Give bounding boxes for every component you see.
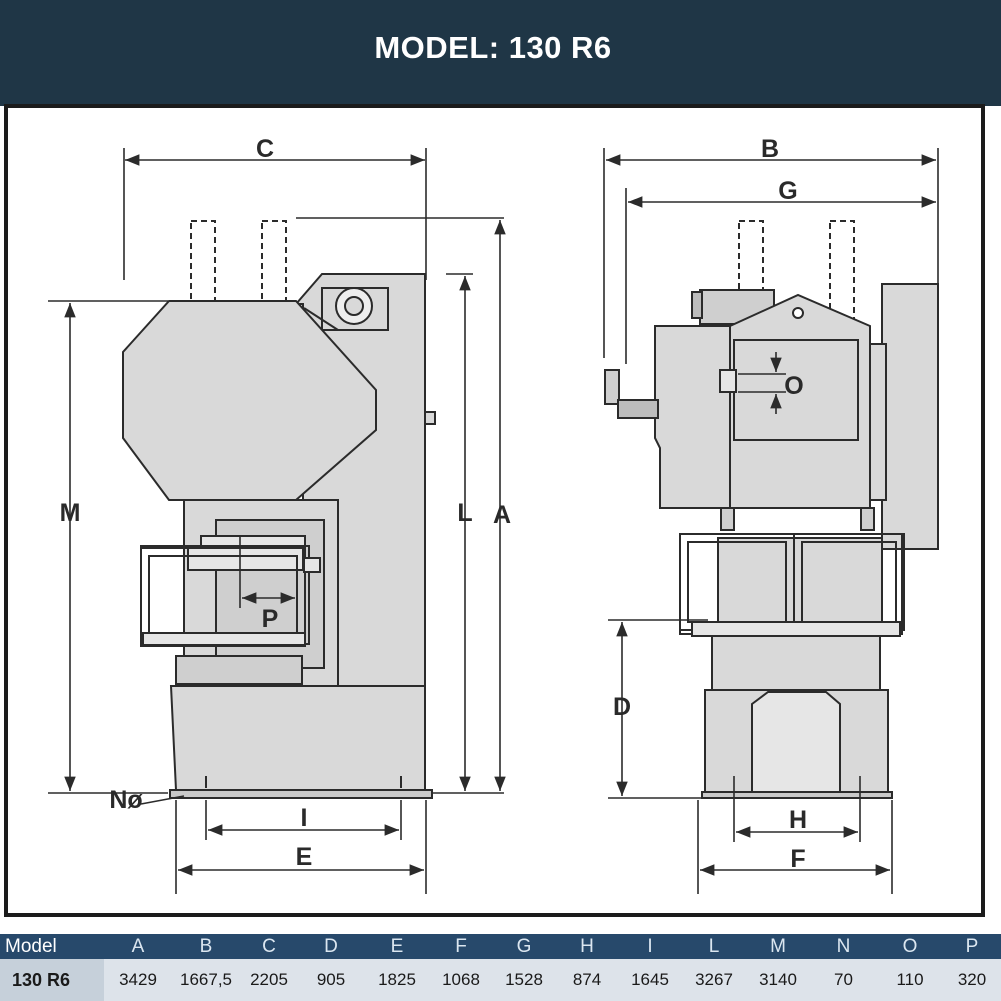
- page-title: MODEL: 130 R6: [0, 30, 986, 66]
- table-row: 130 R6 3429 1667,5 2205 905 1825 1068 15…: [0, 959, 1001, 1001]
- side-view: [122, 220, 436, 799]
- column-header: E: [364, 934, 430, 959]
- label-F: F: [790, 845, 805, 873]
- table-header-row: Model A B C D E F G H I L M N O P: [0, 934, 1001, 959]
- front-view: [604, 220, 939, 799]
- column-header: Model: [0, 934, 104, 959]
- column-header: I: [618, 934, 682, 959]
- table-cell: 1667,5: [172, 959, 240, 1001]
- column-header: F: [430, 934, 492, 959]
- table-cell: 3140: [746, 959, 810, 1001]
- side-base: [169, 685, 426, 791]
- technical-drawing: C A L M P I E Nø B G O D H F: [48, 135, 939, 894]
- title-prefix: MODEL:: [374, 30, 509, 65]
- column-header: C: [240, 934, 298, 959]
- table-cell: 3429: [104, 959, 172, 1001]
- label-D: D: [613, 693, 631, 721]
- title-bar: MODEL: 130 R6: [0, 0, 1001, 106]
- dimension-labels: C A L M P I E Nø B G O D H F: [60, 135, 807, 873]
- label-N: Nø: [109, 786, 143, 814]
- column-header: B: [172, 934, 240, 959]
- table-cell: 1528: [492, 959, 556, 1001]
- front-flywheel: [881, 283, 939, 550]
- label-L: L: [457, 499, 472, 527]
- title-model: 130 R6: [508, 30, 612, 65]
- drawing-frame: C A L M P I E Nø B G O D H F: [4, 104, 985, 917]
- spec-table: Model A B C D E F G H I L M N O P 130 R6…: [0, 934, 1001, 1001]
- column-header: H: [556, 934, 618, 959]
- side-cylinders: [190, 220, 287, 302]
- front-dimensions: [603, 148, 939, 894]
- table-cell: 1068: [430, 959, 492, 1001]
- column-header: N: [810, 934, 877, 959]
- table-cell: 1645: [618, 959, 682, 1001]
- column-header: O: [877, 934, 943, 959]
- label-M: M: [60, 499, 81, 527]
- label-A: A: [493, 501, 511, 529]
- label-I: I: [301, 804, 308, 832]
- column-header: G: [492, 934, 556, 959]
- column-header: D: [298, 934, 364, 959]
- table-cell: 110: [877, 959, 943, 1001]
- table-cell: 320: [943, 959, 1001, 1001]
- table-cell: 874: [556, 959, 618, 1001]
- table-cell: 905: [298, 959, 364, 1001]
- column-header: A: [104, 934, 172, 959]
- column-header: L: [682, 934, 746, 959]
- label-O: O: [784, 372, 803, 400]
- table-cell: 70: [810, 959, 877, 1001]
- table-cell-model: 130 R6: [0, 959, 104, 1001]
- column-header: M: [746, 934, 810, 959]
- table-cell: 2205: [240, 959, 298, 1001]
- label-B: B: [761, 135, 779, 163]
- label-G: G: [778, 177, 797, 205]
- label-C: C: [256, 135, 274, 163]
- side-dimensions: [48, 148, 506, 894]
- label-P: P: [262, 605, 279, 633]
- label-H: H: [789, 806, 807, 834]
- table-cell: 1825: [364, 959, 430, 1001]
- label-E: E: [296, 843, 313, 871]
- table-cell: 3267: [682, 959, 746, 1001]
- column-header: P: [943, 934, 1001, 959]
